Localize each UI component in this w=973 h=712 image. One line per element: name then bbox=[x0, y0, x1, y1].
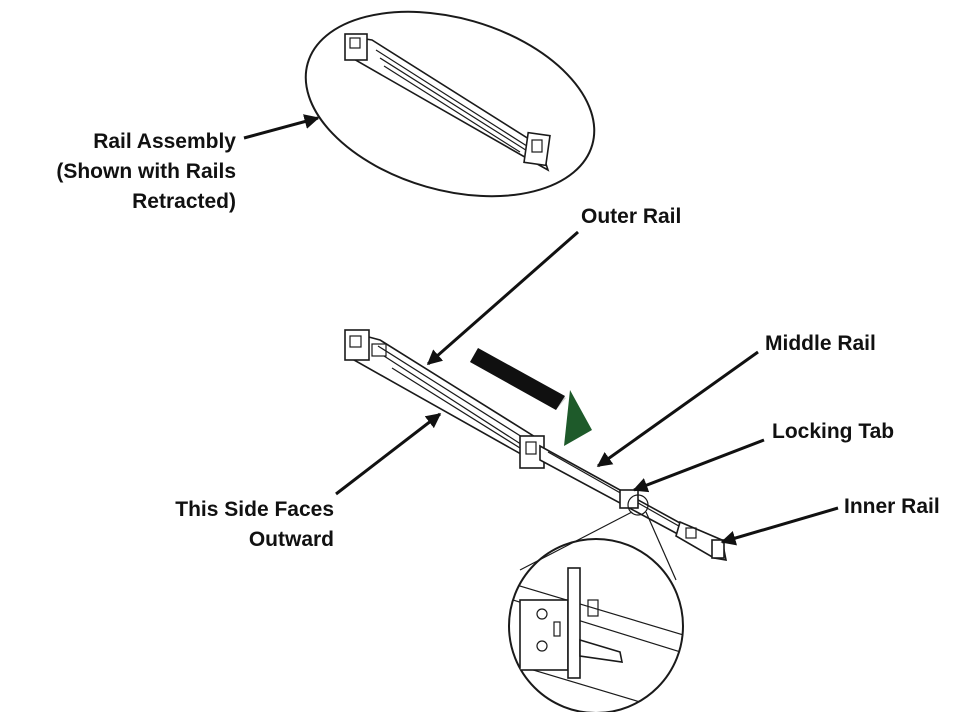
outer-rail-label: Outer Rail bbox=[581, 205, 681, 228]
side-faces-label-line2: Outward bbox=[249, 528, 334, 551]
labels: Rail Assembly (Shown with Rails Retracte… bbox=[56, 130, 939, 551]
rail-assembly-label-line3: Retracted) bbox=[132, 190, 236, 213]
outer-rail-arrow bbox=[426, 230, 579, 366]
rail-assembly-drawing bbox=[344, 329, 728, 561]
retracted-rail-drawing bbox=[344, 33, 551, 172]
middle-rail-label: Middle Rail bbox=[765, 332, 876, 355]
inner-rail-label: Inner Rail bbox=[844, 495, 940, 518]
locking-tab-arrow bbox=[632, 438, 765, 493]
retracted-rail-inset bbox=[304, 10, 596, 198]
rail-assembly-arrow bbox=[243, 114, 320, 140]
locking-tab-label: Locking Tab bbox=[772, 420, 894, 443]
middle-rail-arrow bbox=[596, 350, 759, 468]
side-faces-arrow bbox=[335, 412, 442, 496]
side-faces-label-line1: This Side Faces bbox=[175, 498, 334, 521]
rail-assembly-label-line2: (Shown with Rails bbox=[56, 160, 236, 183]
leader-arrows bbox=[243, 114, 839, 546]
rail-assembly-label-line1: Rail Assembly bbox=[93, 130, 236, 153]
inner-rail-arrow bbox=[720, 506, 839, 546]
slide-direction-arrow bbox=[470, 348, 592, 446]
